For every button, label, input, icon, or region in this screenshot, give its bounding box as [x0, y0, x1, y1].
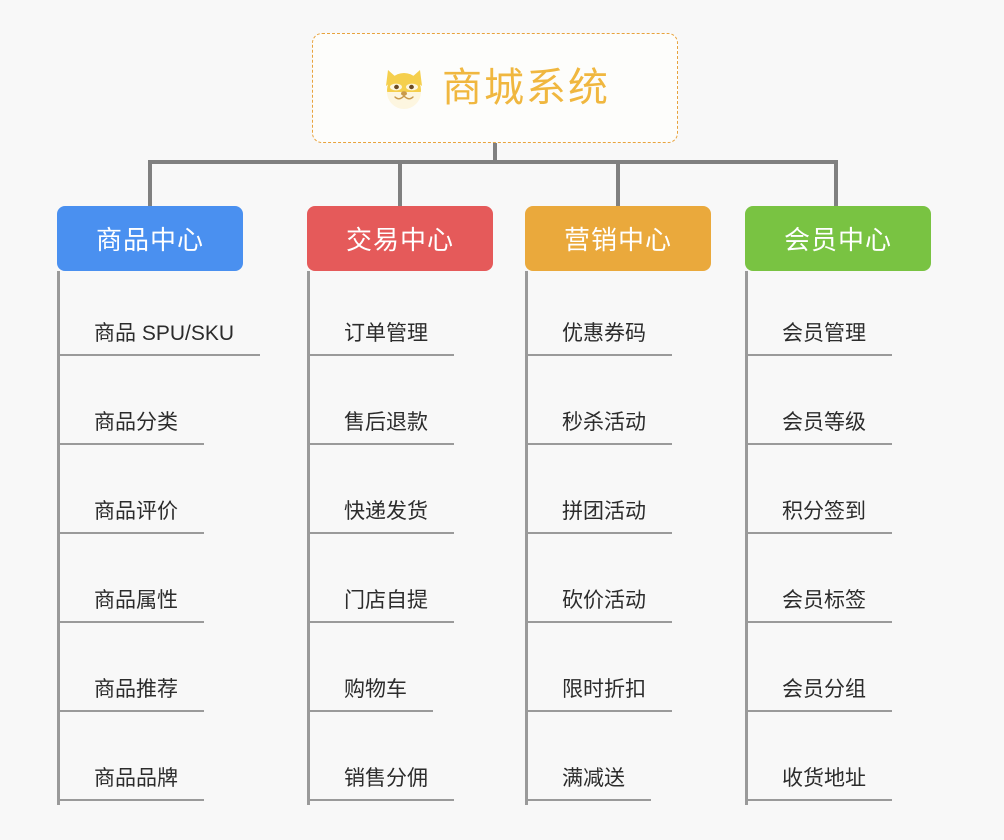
list-item[interactable]: 会员管理 — [748, 271, 975, 360]
list-item[interactable]: 砍价活动 — [528, 538, 755, 627]
list-item[interactable]: 会员分组 — [748, 627, 975, 716]
connector-horizontal-bus — [148, 160, 838, 164]
leaf-label: 限时折扣 — [528, 673, 672, 712]
root-title: 商城系统 — [442, 66, 610, 110]
leaf-label: 门店自提 — [310, 584, 454, 623]
list-item[interactable]: 限时折扣 — [528, 627, 755, 716]
category-box-product-center[interactable]: 商品中心 — [57, 206, 243, 271]
list-item[interactable]: 购物车 — [310, 627, 537, 716]
list-item[interactable]: 商品推荐 — [60, 627, 287, 716]
connector-root-stem — [493, 143, 497, 164]
connector-drop-3 — [616, 160, 620, 206]
branch-member-center: 会员中心 会员管理 会员等级 积分签到 会员标签 会员分组 收货地址 — [745, 206, 975, 805]
list-item[interactable]: 拼团活动 — [528, 449, 755, 538]
list-item[interactable]: 收货地址 — [748, 716, 975, 805]
list-item[interactable]: 商品 SPU/SKU — [60, 271, 287, 360]
leaf-label: 砍价活动 — [528, 584, 672, 623]
category-box-trade-center[interactable]: 交易中心 — [307, 206, 493, 271]
list-item[interactable]: 快递发货 — [310, 449, 537, 538]
leaf-label: 收货地址 — [748, 762, 892, 801]
leaf-label: 拼团活动 — [528, 495, 672, 534]
leaf-label: 满减送 — [528, 762, 651, 801]
leaf-label: 销售分佣 — [310, 762, 454, 801]
leaf-list-member-center: 会员管理 会员等级 积分签到 会员标签 会员分组 收货地址 — [745, 271, 975, 805]
category-box-marketing-center[interactable]: 营销中心 — [525, 206, 711, 271]
branch-product-center: 商品中心 商品 SPU/SKU 商品分类 商品评价 商品属性 商品推荐 商品品牌 — [57, 206, 287, 805]
leaf-label: 商品评价 — [60, 495, 204, 534]
list-item[interactable]: 积分签到 — [748, 449, 975, 538]
leaf-label: 商品推荐 — [60, 673, 204, 712]
leaf-label: 会员标签 — [748, 584, 892, 623]
connector-drop-1 — [148, 160, 152, 206]
list-item[interactable]: 商品属性 — [60, 538, 287, 627]
leaf-label: 商品分类 — [60, 406, 204, 445]
leaf-label: 商品属性 — [60, 584, 204, 623]
category-label: 营销中心 — [563, 225, 672, 255]
branch-marketing-center: 营销中心 优惠券码 秒杀活动 拼团活动 砍价活动 限时折扣 满减送 — [525, 206, 755, 805]
leaf-label: 会员分组 — [748, 673, 892, 712]
leaf-label: 快递发货 — [310, 495, 454, 534]
leaf-label: 售后退款 — [310, 406, 454, 445]
list-item[interactable]: 门店自提 — [310, 538, 537, 627]
branch-trade-center: 交易中心 订单管理 售后退款 快递发货 门店自提 购物车 销售分佣 — [307, 206, 537, 805]
leaf-label: 购物车 — [310, 673, 433, 712]
connector-drop-4 — [834, 160, 838, 206]
leaf-label: 商品 SPU/SKU — [60, 317, 261, 356]
list-item[interactable]: 订单管理 — [310, 271, 537, 360]
leaf-list-trade-center: 订单管理 售后退款 快递发货 门店自提 购物车 销售分佣 — [307, 271, 537, 805]
root-node[interactable]: 商城系统 — [312, 33, 678, 143]
category-label: 会员中心 — [783, 225, 892, 255]
category-box-member-center[interactable]: 会员中心 — [745, 206, 931, 271]
category-label: 交易中心 — [345, 225, 454, 255]
leaf-label: 积分签到 — [748, 495, 892, 534]
leaf-label: 会员等级 — [748, 406, 892, 445]
leaf-label: 会员管理 — [748, 317, 892, 356]
leaf-label: 订单管理 — [310, 317, 454, 356]
connector-drop-2 — [398, 160, 402, 206]
leaf-list-product-center: 商品 SPU/SKU 商品分类 商品评价 商品属性 商品推荐 商品品牌 — [57, 271, 287, 805]
list-item[interactable]: 商品品牌 — [60, 716, 287, 805]
list-item[interactable]: 满减送 — [528, 716, 755, 805]
leaf-label: 商品品牌 — [60, 762, 204, 801]
leaf-label: 秒杀活动 — [528, 406, 672, 445]
leaf-label: 优惠券码 — [528, 317, 672, 356]
list-item[interactable]: 优惠券码 — [528, 271, 755, 360]
list-item[interactable]: 秒杀活动 — [528, 360, 755, 449]
category-label: 商品中心 — [95, 225, 204, 255]
list-item[interactable]: 会员标签 — [748, 538, 975, 627]
list-item[interactable]: 会员等级 — [748, 360, 975, 449]
list-item[interactable]: 商品评价 — [60, 449, 287, 538]
list-item[interactable]: 商品分类 — [60, 360, 287, 449]
list-item[interactable]: 售后退款 — [310, 360, 537, 449]
shiba-dog-face-icon — [380, 66, 428, 110]
leaf-list-marketing-center: 优惠券码 秒杀活动 拼团活动 砍价活动 限时折扣 满减送 — [525, 271, 755, 805]
list-item[interactable]: 销售分佣 — [310, 716, 537, 805]
